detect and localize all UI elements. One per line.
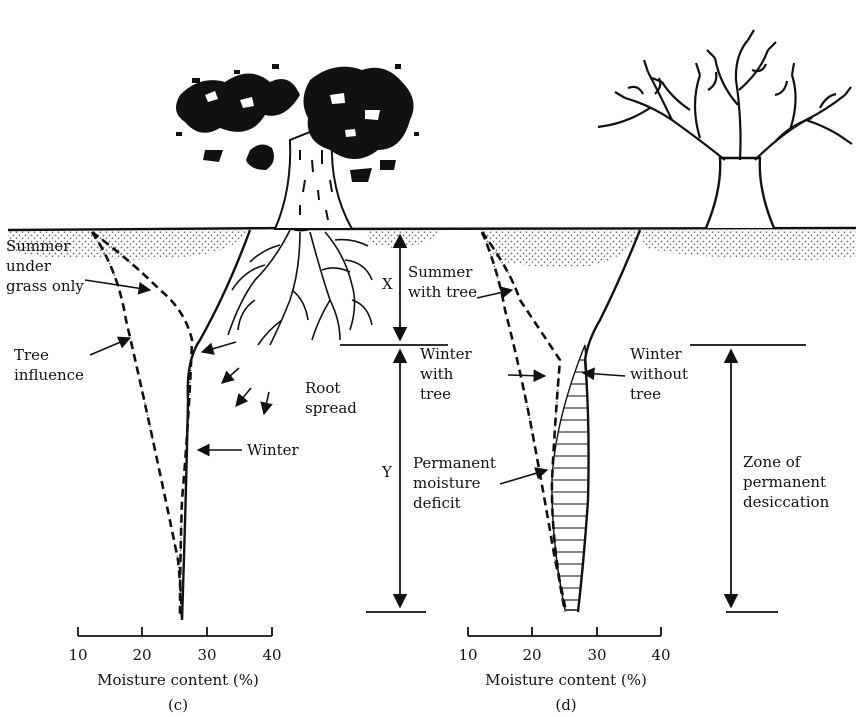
axis-c-label: Moisture content (%): [97, 671, 259, 689]
axis-d-tick-20: 20: [522, 646, 541, 664]
axis-d-tick-30: 30: [587, 646, 606, 664]
axis-d-label: Moisture content (%): [485, 671, 647, 689]
axis-c-tick-40: 40: [262, 646, 281, 664]
axis-d-tick-40: 40: [651, 646, 670, 664]
label-y: Y: [382, 462, 392, 482]
profile-winter-without-tree-d: [578, 230, 640, 612]
axis-c: 10 20 30 40 Moisture content (%) (c): [68, 627, 281, 714]
axis-d: 10 20 30 40 Moisture content (%) (d): [458, 627, 670, 714]
bare-tree-icon: [598, 30, 852, 228]
label-permanent-moisture-deficit: Permanent moisture deficit: [413, 453, 496, 513]
profile-winter-with-tree-d: [482, 232, 566, 612]
label-root-spread: Root spread: [305, 378, 357, 418]
label-summer-under-grass: Summer under grass only: [6, 236, 84, 296]
axis-c-tick-30: 30: [197, 646, 216, 664]
label-winter: Winter: [247, 440, 299, 460]
label-winter-without-tree: Winter without tree: [630, 344, 688, 404]
profile-winter-c: [182, 230, 250, 620]
label-winter-with-tree: Winter with tree: [420, 344, 472, 404]
label-x: X: [382, 274, 393, 294]
axis-c-tick-20: 20: [132, 646, 151, 664]
panel-d-caption: (d): [555, 696, 576, 714]
tree-roots: [228, 230, 372, 345]
tree-with-leaves-icon: [176, 64, 419, 229]
ground-line: [8, 228, 856, 230]
axis-d-tick-10: 10: [458, 646, 477, 664]
profile-tree-influence-c: [92, 232, 182, 620]
label-tree-influence: Tree influence: [14, 345, 84, 385]
panel-c-caption: (c): [168, 696, 188, 714]
label-zone-of-permanent-desiccation: Zone of permanent desiccation: [743, 452, 829, 512]
profile-summer-tree-d: [482, 232, 565, 612]
label-summer-with-tree: Summer with tree: [408, 262, 477, 302]
axis-c-tick-10: 10: [68, 646, 87, 664]
